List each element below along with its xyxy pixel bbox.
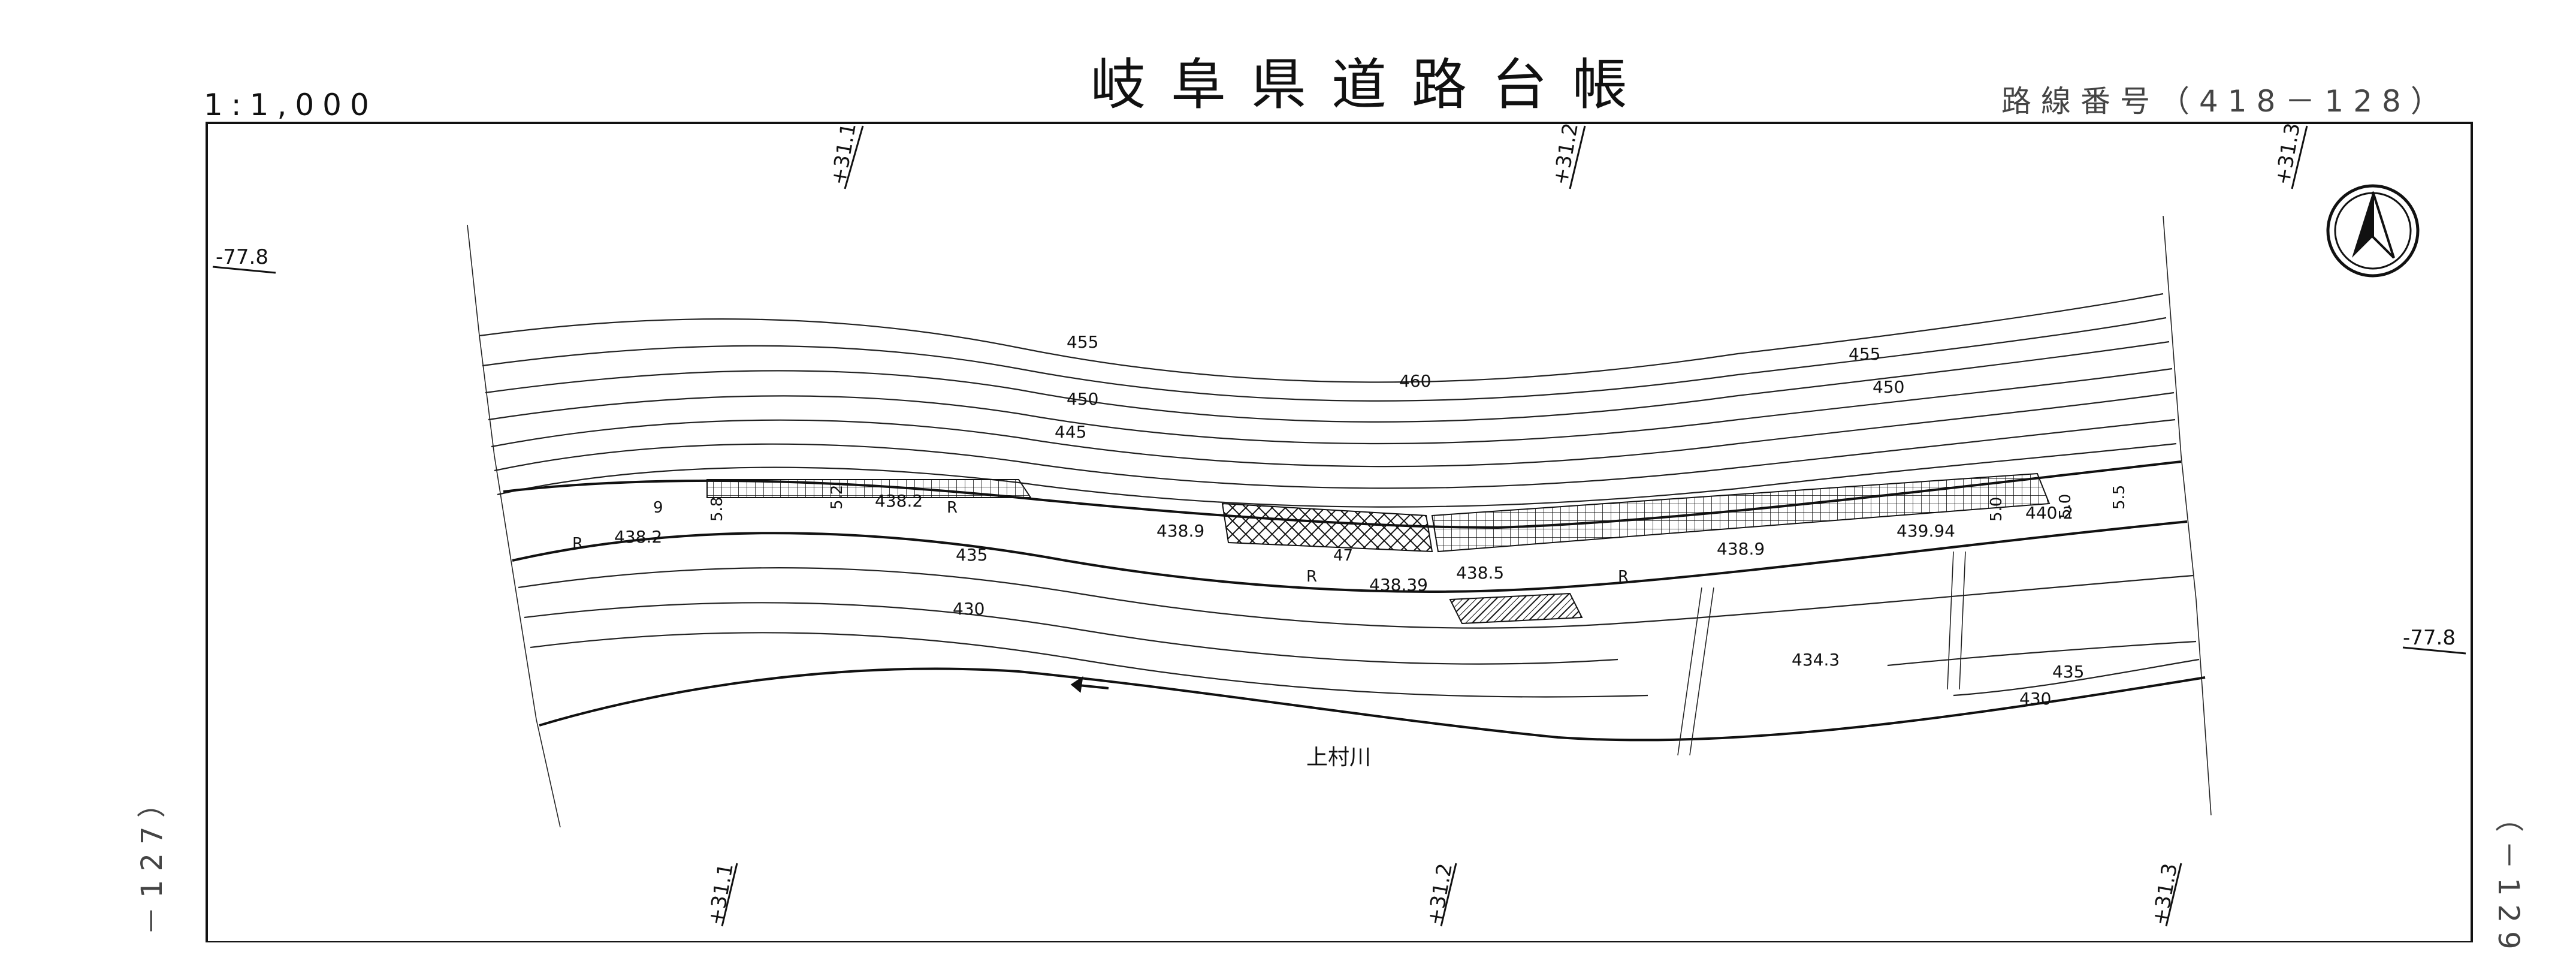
road-mark-47: 47 [1333, 547, 1353, 565]
grid-tick-bottom-3: +31.3 [2148, 861, 2182, 927]
contour-label-450-right: 450 [1873, 377, 1904, 397]
contour-labels: 455 460 455 450 450 445 435 430 435 430 [953, 332, 2084, 709]
north-arrow-icon [2326, 184, 2420, 278]
contour-label-455-right: 455 [1849, 344, 1880, 364]
spot-heights: 438.2 438.2 438.9 438.5 438.39 438.9 439… [614, 491, 2073, 670]
grid-tick-top-1: +31.1 [826, 121, 860, 187]
map-frame [206, 122, 2473, 942]
grid-ticks-bottom: +31.1 +31.2 +31.3 [703, 861, 2182, 927]
survey-boundary-right [2163, 215, 2212, 816]
grid-tick-left: -77.8 [216, 245, 268, 269]
contour-label-455-left: 455 [1067, 332, 1098, 352]
spot-height-6: 438.9 [1717, 539, 1765, 559]
grid-tick-bottom-1: +31.1 [703, 861, 738, 927]
grid-tick-top-3: +31.3 [2270, 121, 2305, 187]
spot-height-5: 438.39 [1369, 575, 1428, 595]
spot-height-1: 438.2 [875, 491, 923, 511]
river-bank-line [539, 667, 2206, 742]
road-mark-5-5: 5.5 [2110, 485, 2128, 510]
road-mark-r-3: R [1306, 568, 1317, 586]
contour-label-435-right: 435 [2052, 662, 2084, 682]
spot-height-2: 438.2 [614, 527, 662, 547]
road-mark-r-4: R [1618, 568, 1629, 586]
contour-label-460: 460 [1399, 371, 1431, 391]
river-flow-arrow [1070, 676, 1109, 693]
grid-tick-top-2: +31.2 [1548, 121, 1583, 187]
map-title: 岐阜県道路台帳 [1091, 53, 1653, 117]
route-number-label: 路線番号（418－128） [2001, 84, 2450, 119]
spot-height-3: 438.9 [1156, 521, 1204, 541]
spot-height-4: 438.5 [1456, 563, 1504, 583]
contour-label-450-left: 450 [1067, 389, 1098, 409]
road-mark-5-2: 5.2 [828, 485, 846, 510]
road-band [503, 460, 2188, 625]
contour-label-430-left: 430 [953, 599, 985, 619]
survey-boundary-left [467, 224, 561, 828]
contour-lines-upper [479, 293, 2177, 508]
contour-label-430-right: 430 [2019, 689, 2051, 709]
road-mark-9: 9 [653, 499, 663, 517]
road-mark-5-8: 5.8 [708, 497, 726, 522]
road-mark-5-0-right: 5.0 [2056, 494, 2074, 519]
river-name-label: 上村川 [1306, 745, 1371, 770]
road-mark-r-2: R [947, 499, 958, 517]
spot-height-8: 440.2 [2025, 503, 2073, 523]
grid-ticks-top: +31.1 +31.2 +31.3 [826, 121, 2308, 189]
road-mark-r-1: R [572, 535, 583, 553]
contour-label-435-left: 435 [956, 545, 987, 565]
road-marks: R R R R 9 5.8 5.2 47 5.0 5.0 5.5 [572, 485, 2128, 586]
spot-height-9: 434.3 [1792, 650, 1840, 670]
road-mark-5-0-left: 5.0 [1988, 497, 2006, 522]
grid-tick-right: -77.8 [2403, 626, 2456, 650]
scale-label: 1:1,000 [204, 88, 378, 122]
contour-label-445: 445 [1055, 422, 1086, 442]
grid-ticks-side: -77.8 -77.8 [212, 245, 2466, 655]
grid-tick-bottom-2: +31.2 [1423, 861, 1457, 927]
contour-lines-lower [518, 567, 2200, 698]
culvert-lines [1677, 551, 1966, 756]
spot-height-7: 439.94 [1896, 521, 1955, 541]
